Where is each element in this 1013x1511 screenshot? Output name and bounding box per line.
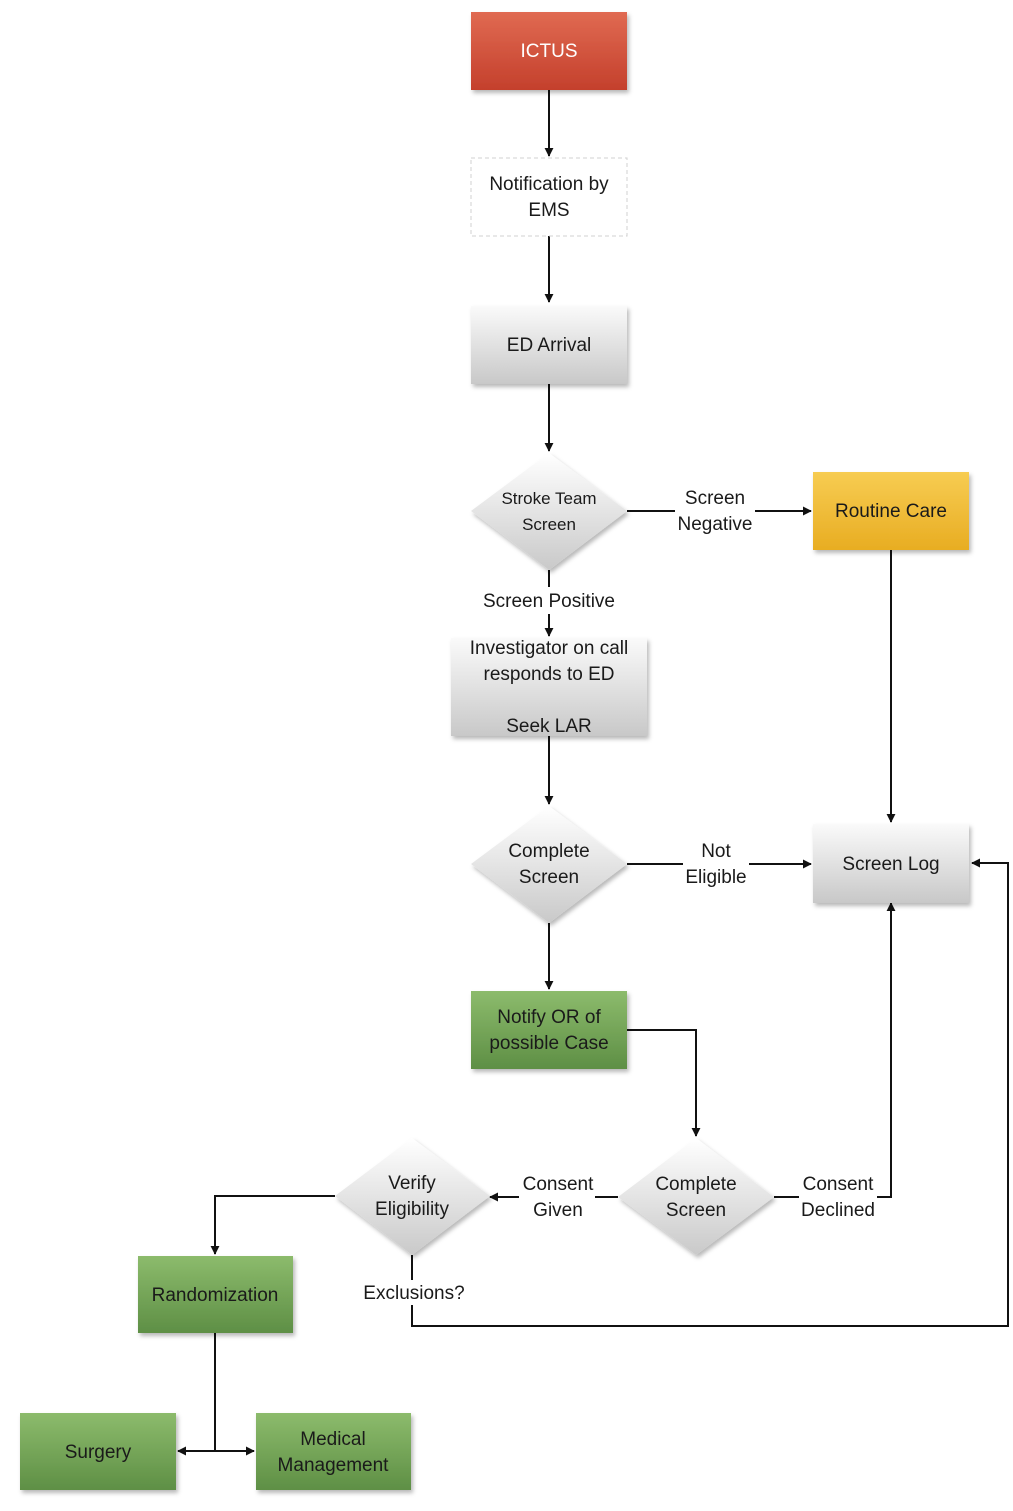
node-investigator-label-line-1: responds to ED [484,664,615,685]
node-investigator: Investigator on call responds to ED Seek L… [451,638,647,737]
node-ed-arrival-label-line-0: ED Arrival [507,335,591,356]
node-screen-log-label-line-0: Screen Log [842,854,939,875]
node-surgery: Surgery [20,1413,176,1490]
node-routine-care: Routine Care [813,472,969,550]
node-randomization: Randomization [138,1256,293,1333]
node-notify-or-label-line-0: Notify OR of [497,1007,601,1028]
node-notification-label-line-1: EMS [528,200,569,221]
node-complete-screen-2-label-line-1: Screen [666,1200,726,1221]
node-notify-or-label-line-1: possible Case [489,1033,608,1054]
node-ictus-label-line-0: ICTUS [521,41,578,62]
label-consent-declined-line-0: Consent [803,1174,874,1195]
node-stroke-team-label-line-1: Screen [522,515,576,534]
connectors [177,90,1009,1456]
edge-verify-randomization [210,1195,335,1255]
label-screen-negative-line-0: Screen [685,488,745,509]
node-routine-care-label-line-0: Routine Care [835,501,947,522]
node-investigator-label: Investigator on call responds to ED Seek L… [470,638,628,737]
node-ed-arrival: ED Arrival [471,306,627,384]
edge-declined-screenlog [877,902,896,1198]
node-complete-screen-1-label-line-0: Complete [508,841,589,862]
edge-exclusions-screenlog [411,858,1009,1327]
node-investigator-label-line-0: Investigator on call [470,638,628,659]
node-routine-care-label: Routine Care [835,501,947,522]
label-consent-declined-line-1: Declined [801,1200,875,1221]
label-consent-given-line-0: Consent [523,1174,594,1195]
label-exclusions-line-0: Exclusions? [363,1283,464,1304]
label-screen-negative-line-1: Negative [678,514,753,535]
node-surgery-label: Surgery [65,1442,132,1463]
node-randomization-label-line-0: Randomization [152,1285,279,1306]
node-verify-label-line-1: Eligibility [375,1199,449,1220]
node-surgery-label-line-0: Surgery [65,1442,132,1463]
label-exclusions: Exclusions? [363,1283,464,1304]
node-verify-label-line-0: Verify [388,1173,436,1194]
node-medical-label-line-1: Management [278,1455,390,1476]
label-consent-given-line-1: Given [533,1200,583,1221]
node-notification-label-line-0: Notification by [489,174,609,195]
node-complete-screen-1-label-line-1: Screen [519,867,579,888]
node-ed-arrival-label: ED Arrival [507,335,591,356]
node-screen-log-label: Screen Log [842,854,939,875]
label-screen-positive: Screen Positive [483,591,615,612]
node-notification: Notification by EMS [470,157,628,237]
node-notify-or: Notify OR of possible Case [471,991,627,1069]
node-ictus: ICTUS [471,12,627,90]
label-not-eligible-line-1: Eligible [685,867,746,888]
label-screen-positive-line-0: Screen Positive [483,591,615,612]
node-screen-log: Screen Log [813,824,969,903]
node-notification-label: Notification by EMS [489,174,609,221]
label-not-eligible-line-0: Not [701,841,731,862]
node-randomization-label: Randomization [152,1285,279,1306]
node-medical-label-line-0: Medical [300,1429,365,1450]
edge-notify-complete2 [627,1029,701,1137]
node-stroke-team-label-line-0: Stroke Team [501,489,596,508]
node-ictus-label: ICTUS [521,41,578,62]
node-complete-screen-2-label-line-0: Complete [655,1174,736,1195]
node-investigator-label-line-3: Seek LAR [506,716,592,737]
node-notify-or-label: Notify OR of possible Case [489,1007,608,1054]
